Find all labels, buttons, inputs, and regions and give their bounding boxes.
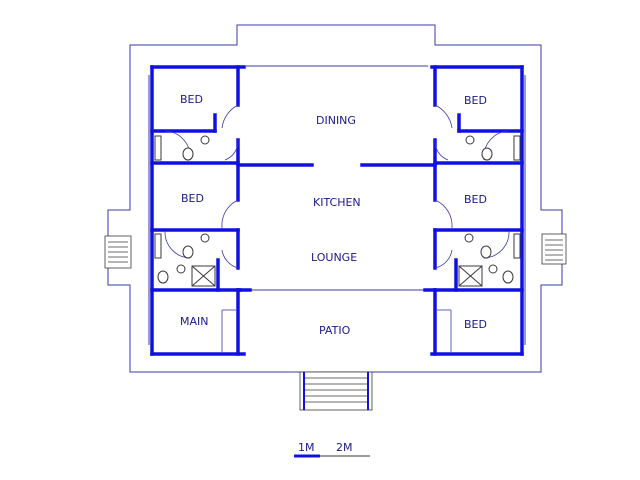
room-label-lounge: LOUNGE bbox=[311, 251, 357, 264]
eave-outline bbox=[107, 24, 563, 373]
basin-icon bbox=[464, 233, 474, 243]
room-label-bed-mid-right: BED bbox=[464, 193, 487, 206]
bathroom-fixtures bbox=[154, 135, 521, 287]
bath-icon bbox=[154, 233, 162, 259]
scale-mark-1m: 1M bbox=[298, 441, 315, 454]
side-steps-left bbox=[104, 235, 132, 269]
basin-icon bbox=[200, 233, 210, 243]
basin-icon bbox=[200, 135, 210, 145]
room-label-main: MAIN bbox=[180, 315, 209, 328]
toilet-icon bbox=[182, 245, 194, 259]
scale-bar: 1M 2M bbox=[294, 441, 370, 458]
toilet-icon bbox=[480, 245, 492, 259]
door-swings bbox=[164, 104, 510, 352]
basin-icon bbox=[488, 264, 498, 274]
room-label-bed-bottom-right: BED bbox=[464, 318, 487, 331]
room-label-bed-mid-left: BED bbox=[181, 192, 204, 205]
room-label-bed-top-left: BED bbox=[180, 93, 203, 106]
front-steps bbox=[299, 371, 373, 411]
bath-icon bbox=[513, 233, 521, 259]
scale-mark-2m: 2M bbox=[336, 441, 353, 454]
toilet-icon bbox=[481, 147, 493, 161]
basin-icon bbox=[176, 264, 186, 274]
bath-icon bbox=[154, 135, 162, 161]
window-lines bbox=[148, 65, 526, 355]
toilet-icon bbox=[502, 270, 514, 284]
room-label-patio: PATIO bbox=[319, 324, 351, 337]
side-steps-right bbox=[541, 233, 567, 265]
room-label-bed-top-right: BED bbox=[464, 94, 487, 107]
bath-icon bbox=[513, 135, 521, 161]
room-label-kitchen: KITCHEN bbox=[313, 196, 361, 209]
room-label-dining: DINING bbox=[316, 114, 356, 127]
toilet-icon bbox=[182, 147, 194, 161]
walls bbox=[150, 65, 524, 356]
basin-icon bbox=[465, 135, 475, 145]
toilet-icon bbox=[157, 270, 169, 284]
